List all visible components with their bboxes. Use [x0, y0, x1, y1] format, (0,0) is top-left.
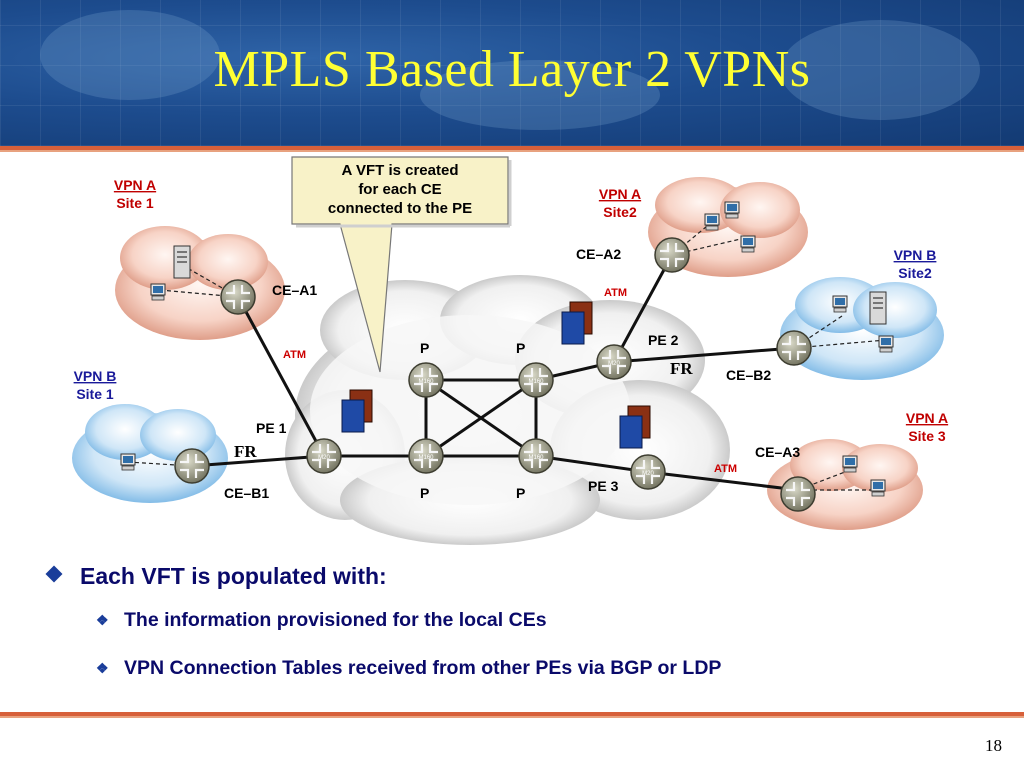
bullet-list: Each VFT is populated with: ❖ The inform…: [40, 560, 1000, 692]
site-label-vpn-a-site3-site: Site 3: [908, 428, 946, 444]
site-label-vpn-b-site2-name: VPN B: [894, 247, 937, 263]
site-label-vpn-b-site1-site: Site 1: [76, 386, 114, 402]
router-model-pe2: M20: [608, 361, 620, 367]
site-label-vpn-a-site2-site: Site2: [603, 204, 637, 220]
header-rule-light: [0, 150, 1024, 152]
slide-title: MPLS Based Layer 2 VPNs: [213, 41, 811, 98]
router-icon-ce-a1: [219, 278, 257, 316]
bullet-sub-1: ❖ The information provisioned for the lo…: [40, 596, 1000, 644]
ce-a1-label: CE–A1: [272, 282, 317, 298]
router-model-p: M160: [418, 455, 434, 461]
router-model-p: M160: [528, 379, 544, 385]
router-icon-ce-a3: [779, 475, 817, 513]
computer-icon: [724, 201, 740, 219]
p-label: P: [420, 485, 429, 501]
network-links: [191, 254, 799, 492]
computer-icon: [832, 295, 848, 313]
router-model-pe3: M20: [642, 471, 654, 477]
bullet-sub-2-text: VPN Connection Tables received from othe…: [124, 657, 722, 679]
bullet-sub-1-text: The information provisioned for the loca…: [124, 609, 547, 631]
router-icon-ce-b1: [173, 447, 211, 485]
cloud-vpn-a-site1: [115, 226, 285, 340]
computer-icon: [704, 213, 720, 231]
atm-label-site1: ATM: [283, 349, 306, 361]
router-icon-ce-b2: [775, 329, 813, 367]
callout-line-3: connected to the PE: [328, 200, 472, 217]
router-model-pe1: M20: [318, 455, 330, 461]
header-map-shape: [780, 20, 980, 120]
site-label-vpn-a-site1-site: Site 1: [116, 195, 154, 211]
router-model-p: M160: [528, 455, 544, 461]
pe3-label: PE 3: [588, 478, 619, 494]
site-label-vpn-b-site1-name: VPN B: [74, 368, 117, 384]
diamond-bullet-icon: [45, 565, 63, 583]
callout-line-2: for each CE: [358, 181, 441, 198]
vft-callout: A VFT is created for each CE connected t…: [291, 156, 512, 373]
slide-header: MPLS Based Layer 2 VPNs: [0, 0, 1024, 146]
ce-b1-label: CE–B1: [224, 485, 269, 501]
fr-label-site2: FR: [670, 359, 693, 378]
pe2-label: PE 2: [648, 332, 679, 348]
site-label-vpn-a-site2-name: VPN A: [599, 186, 641, 202]
mpls-network-diagram: M20 M20 M20 M160 M160 M160 M160 A VFT is…: [72, 156, 948, 545]
pe1-label: PE 1: [256, 420, 287, 436]
header-rule: [0, 146, 1024, 150]
callout-line-1: A VFT is created: [342, 162, 459, 179]
ce-b2-label: CE–B2: [726, 367, 771, 383]
bullet-sub-2: ❖ VPN Connection Tables received from ot…: [40, 644, 1000, 692]
footer-rule: [0, 712, 1024, 716]
footer-rule-light: [0, 716, 1024, 718]
computer-icon: [870, 479, 886, 497]
header-map-shape: [420, 60, 660, 130]
four-diamond-bullet-icon: ❖: [96, 660, 109, 676]
atm-label-site2: ATM: [604, 287, 627, 299]
router-icon-ce-a2: [653, 236, 691, 274]
computer-icon: [740, 235, 756, 253]
computer-icon: [878, 335, 894, 353]
cloud-vpn-b-site2: [780, 277, 944, 380]
server-icon: [869, 291, 887, 325]
site-label-vpn-a-site3-name: VPN A: [906, 410, 948, 426]
p-label: P: [516, 485, 525, 501]
bullet-main: Each VFT is populated with:: [40, 560, 1000, 596]
computer-icon: [120, 453, 136, 471]
computer-icon: [150, 283, 166, 301]
site-label-vpn-a-site1-name: VPN A: [114, 177, 156, 193]
four-diamond-bullet-icon: ❖: [96, 612, 109, 628]
fr-label-site1: FR: [234, 442, 257, 461]
server-icon: [173, 245, 191, 279]
ce-a3-label: CE–A3: [755, 444, 800, 460]
p-label: P: [516, 340, 525, 356]
router-model-p: M160: [418, 379, 434, 385]
site-label-vpn-b-site2-site: Site2: [898, 265, 932, 281]
ce-a2-label: CE–A2: [576, 246, 621, 262]
atm-label-site3: ATM: [714, 463, 737, 475]
bullet-main-text: Each VFT is populated with:: [80, 563, 387, 589]
computer-icon: [842, 455, 858, 473]
p-label: P: [420, 340, 429, 356]
header-grid-pattern: [0, 0, 1024, 146]
header-map-shape: [40, 10, 220, 100]
page-number: 18: [985, 736, 1002, 755]
